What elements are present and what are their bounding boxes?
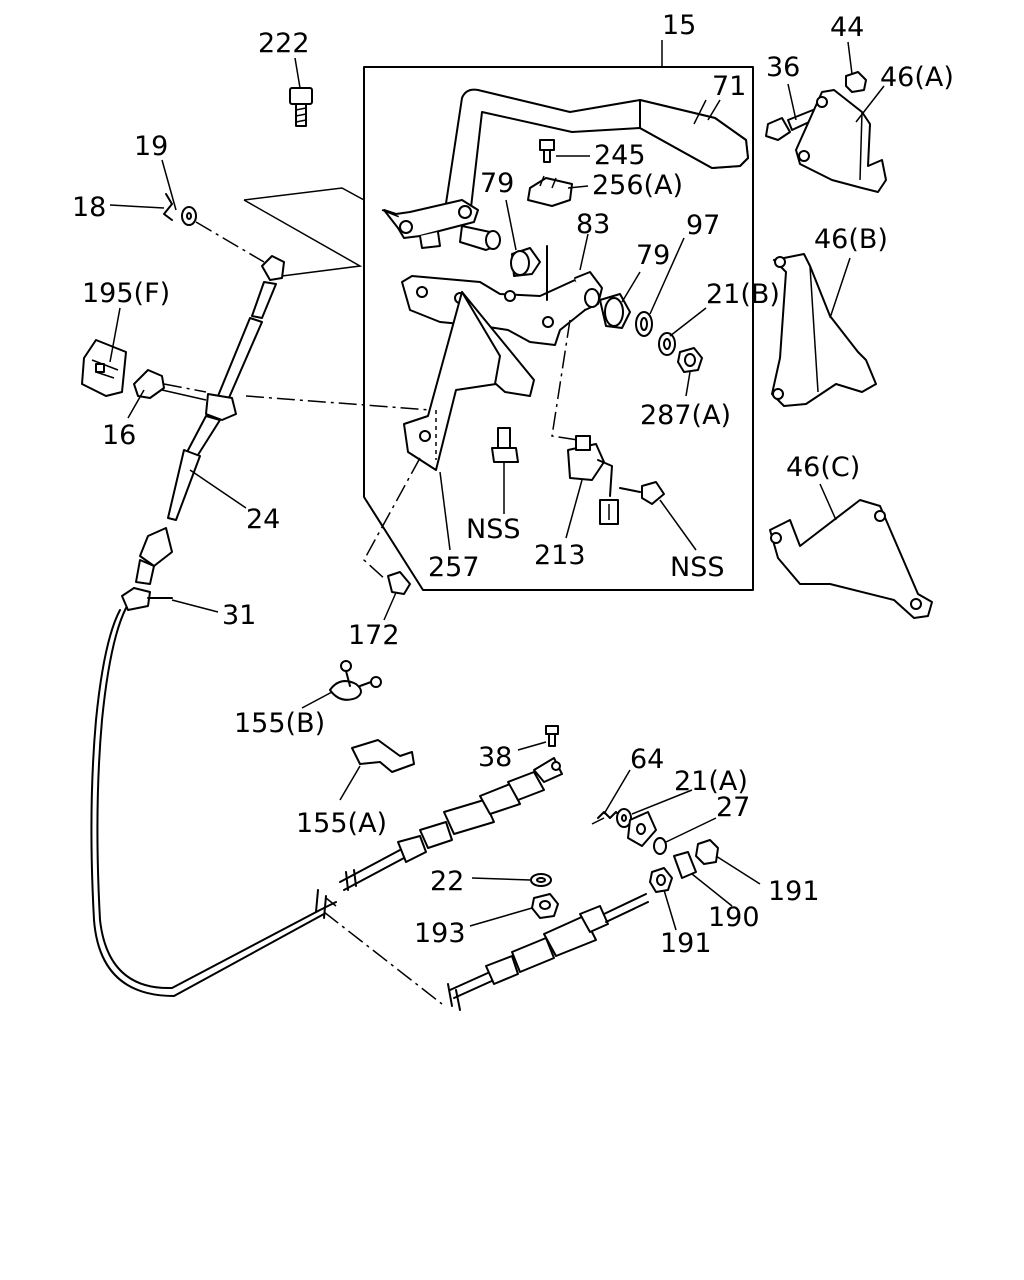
label-79-right: 79 — [636, 240, 670, 271]
label-97: 97 — [686, 210, 720, 241]
label-16: 16 — [102, 420, 136, 451]
label-22: 22 — [430, 866, 464, 897]
label-190: 190 — [708, 902, 760, 933]
washer-97 — [635, 311, 653, 337]
label-191-left: 191 — [660, 928, 712, 959]
washer-21a — [616, 808, 632, 828]
label-24: 24 — [246, 504, 280, 535]
pin-18 — [163, 193, 173, 221]
nut-193 — [531, 893, 559, 919]
label-19: 19 — [134, 131, 168, 162]
bolt-245 — [539, 139, 555, 163]
washer-19 — [181, 206, 197, 226]
bolt-172 — [387, 571, 411, 595]
cable-24 — [90, 255, 337, 997]
label-287a: 287(A) — [640, 400, 731, 431]
label-15: 15 — [662, 10, 696, 41]
label-46a: 46(A) — [880, 62, 954, 93]
bracket-257 — [403, 291, 535, 471]
detail-plane — [243, 187, 365, 277]
bracket-46a — [795, 89, 887, 193]
bushing-79-right — [599, 293, 631, 329]
lever-71 — [444, 88, 749, 217]
label-79-upper: 79 — [480, 168, 514, 199]
label-195f: 195(F) — [82, 278, 170, 309]
label-172: 172 — [348, 620, 400, 651]
label-222: 222 — [258, 28, 310, 59]
bolt-nss-left — [491, 427, 519, 463]
clip-155a — [351, 739, 415, 773]
cable-end-upper — [339, 757, 563, 891]
label-83: 83 — [576, 209, 610, 240]
label-21b: 21(B) — [706, 279, 780, 310]
block-190 — [673, 851, 697, 879]
nut-287a — [677, 347, 703, 373]
label-213: 213 — [534, 540, 586, 571]
label-155b: 155(B) — [234, 708, 325, 739]
washer-22 — [530, 873, 552, 887]
leader-lines — [109, 41, 885, 1011]
label-71: 71 — [712, 71, 746, 102]
label-64: 64 — [630, 744, 664, 775]
clip-155b — [329, 660, 382, 701]
washer-21b — [658, 332, 676, 356]
clip-256a — [527, 175, 573, 207]
screw-nss-right — [619, 481, 665, 505]
main-bracket — [401, 245, 603, 346]
label-nss-right: NSS — [670, 552, 724, 583]
label-31: 31 — [222, 600, 256, 631]
assembly-box-15 — [363, 40, 754, 591]
nut-44 — [845, 71, 867, 93]
plate-27 — [627, 811, 657, 847]
callout-labels: 15 222 44 36 46(A) 71 19 18 245 256(A) 7… — [72, 10, 954, 959]
label-46b: 46(B) — [814, 224, 888, 255]
label-27: 27 — [716, 792, 750, 823]
label-nss-left: NSS — [466, 514, 520, 545]
bushing-79-upper — [510, 247, 541, 277]
cable-end-lower — [449, 893, 649, 999]
label-193: 193 — [414, 918, 466, 949]
bolt-222 — [289, 87, 313, 127]
clip-195f — [81, 339, 127, 397]
label-44: 44 — [830, 12, 864, 43]
label-256a: 256(A) — [592, 170, 683, 201]
label-155a: 155(A) — [296, 808, 387, 839]
bracket-46c — [769, 499, 933, 619]
pivot-linkage — [383, 199, 501, 251]
label-21a: 21(A) — [674, 766, 748, 797]
label-18: 18 — [72, 192, 106, 223]
label-257: 257 — [428, 552, 480, 583]
label-245: 245 — [594, 140, 646, 171]
label-46c: 46(C) — [786, 452, 860, 483]
nut-191-left — [649, 867, 673, 893]
label-36: 36 — [766, 52, 800, 83]
bolt-38 — [545, 725, 559, 747]
switch-213 — [551, 319, 619, 525]
nut-191-right — [695, 839, 719, 865]
label-191-right: 191 — [768, 876, 820, 907]
washer-27-small — [653, 837, 667, 855]
bracket-46b — [771, 253, 877, 407]
label-38: 38 — [478, 742, 512, 773]
clip-16 — [133, 369, 165, 399]
